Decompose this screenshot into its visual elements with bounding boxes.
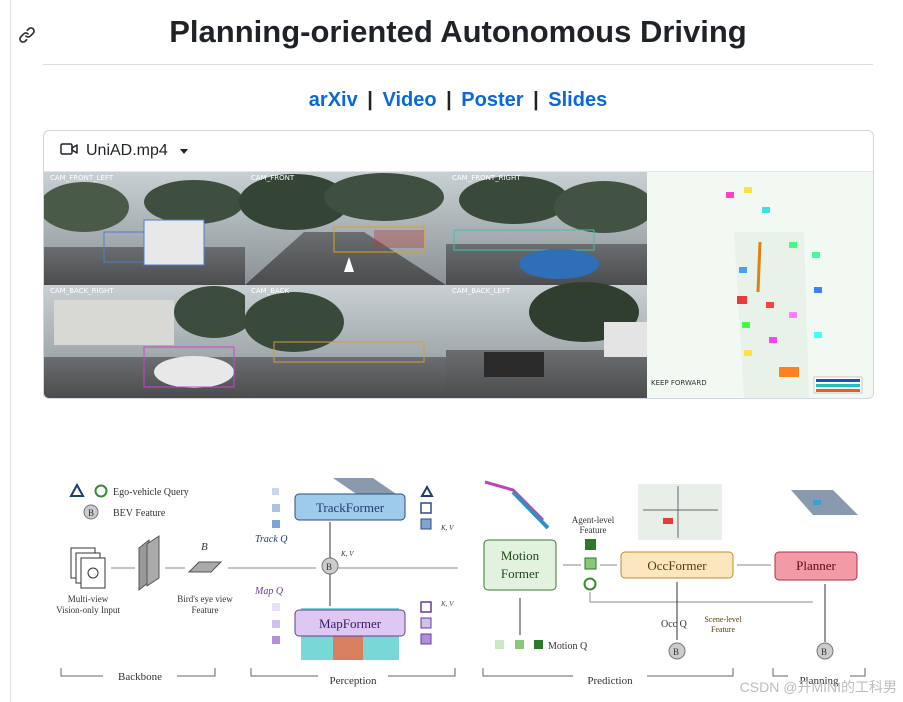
camera-tile-front [239,172,446,285]
b-letter: B [326,562,332,572]
occ-q-label: Occ Q [661,619,688,630]
input-label: Multi-view [68,594,109,604]
chevron-down-icon[interactable] [179,148,188,154]
bev-b-icon [83,504,99,520]
occformer-block [620,551,734,579]
bev-map [647,172,873,398]
planner-block [774,551,858,581]
occformer-label: OccFormer [647,558,707,573]
b-letter: B [88,508,94,518]
mapformer-label: MapFormer [319,616,382,631]
link-separator: | [533,89,539,111]
kv-label: K, V [340,550,354,558]
circle-icon [94,484,108,498]
camera-tile-back-right [44,285,254,398]
motionformer-block [483,539,557,591]
video-filename: UniAD.mp4 [86,142,168,159]
agent-feature-label: Agent-level [572,515,615,525]
camera-tile-back [244,285,446,398]
link-slides[interactable]: Slides [548,89,608,111]
kv-label: K, V [440,524,454,532]
link-poster[interactable]: Poster [461,89,524,111]
resource-links: arXiv | Video | Poster | Slides [43,89,873,112]
stage-label: Perception [329,675,377,687]
camera-label: CAM_FRONT_RIGHT [452,174,521,182]
bev-command-text: KEEP FORWARD [651,379,707,387]
camera-label: CAM_BACK_RIGHT [50,287,114,295]
bev-b-icon [816,642,834,660]
scene-feature-label: Feature [711,625,735,634]
camera-label: CAM_BACK_LEFT [452,287,511,295]
trackformer-block [294,493,406,521]
video-frame[interactable]: CAM_FRONT_LEFT CAM_FRONT CAM_FRONT_RIGHT… [44,172,873,398]
b-letter: B [821,647,827,657]
left-border [10,0,11,702]
motionformer-label: Former [501,566,540,581]
camera-tile-back-left [446,282,647,398]
mapformer-block [294,609,406,637]
trackformer-label: TrackFormer [316,500,385,515]
motion-q-label: Motion Q [548,641,588,652]
camera-label: CAM_FRONT [251,174,295,182]
motionformer-label: Motion [501,548,540,563]
bev-feature-block [187,561,223,573]
camera-label: CAM_BACK [251,287,290,295]
b-label: B [201,541,208,553]
page-title: Planning-oriented Autonomous Driving [169,14,747,49]
track-q-label: Track Q [255,534,288,545]
title-divider [43,64,873,65]
camera-tile-front-left [44,172,245,285]
triangle-icon [69,482,85,497]
scene-feature-label: Scene-level [704,615,742,624]
link-separator: | [446,89,452,111]
stage-label: Backbone [118,671,162,683]
link-anchor-icon[interactable] [18,26,36,44]
agent-feature-label: Feature [580,525,607,535]
planner-label: Planner [796,558,836,573]
video-header[interactable]: UniAD.mp4 [44,131,873,172]
bev-b-icon [668,642,686,660]
link-separator: | [367,89,373,111]
camera-label: CAM_FRONT_LEFT [50,174,114,182]
architecture-diagram: Ego-vehicle Query B BEV Feature Multi-vi… [56,478,866,687]
input-label: Vision-only Input [56,605,120,615]
legend-bev-label: BEV Feature [113,508,166,519]
camera-tile-front-right [446,172,654,285]
kv-label: K, V [440,600,454,608]
b-letter: B [673,647,679,657]
legend-query-label: Ego-vehicle Query [113,487,189,498]
watermark: CSDN @开MINI的工科男 [739,679,897,695]
bev-label: Bird's eye view [177,594,233,604]
map-q-label: Map Q [254,586,284,597]
bev-label: Feature [192,605,219,615]
link-arxiv[interactable]: arXiv [308,89,358,111]
stage-label: Planning [799,675,839,687]
stage-label: Prediction [587,675,633,687]
video-camera-icon [60,142,78,161]
video-container: UniAD.mp4 [43,130,874,399]
link-video[interactable]: Video [382,89,437,111]
